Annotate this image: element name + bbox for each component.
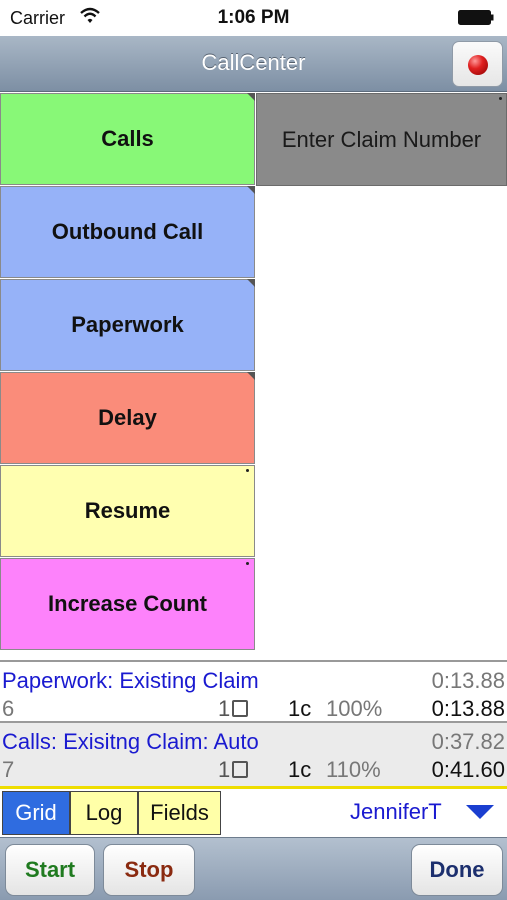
corner-indicator-icon xyxy=(247,93,255,101)
resume-button[interactable]: Resume xyxy=(0,465,255,557)
log-entry-percent: 110% xyxy=(326,757,381,782)
tab-grid[interactable]: Grid xyxy=(2,791,70,835)
outbound-call-button[interactable]: Outbound Call xyxy=(0,186,255,278)
log-entry[interactable]: Paperwork: Existing Claim 0:13.88 6 1 1c… xyxy=(0,662,507,723)
start-button-label: Start xyxy=(24,857,76,882)
dot-indicator-icon xyxy=(499,97,502,100)
log-entry-pages: 1 xyxy=(218,696,231,721)
log-entry-number: 7 xyxy=(2,757,15,782)
claim-number-field[interactable]: Enter Claim Number xyxy=(256,93,507,186)
status-bar: Carrier 1:06 PM xyxy=(0,0,507,36)
app-title: CallCenter xyxy=(201,50,306,75)
battery-icon xyxy=(458,10,494,25)
separator xyxy=(0,786,507,789)
dot-indicator-icon xyxy=(246,469,249,472)
log-entry-total: 0:13.88 xyxy=(431,696,505,721)
start-button[interactable]: Start xyxy=(5,844,95,896)
clock: 1:06 PM xyxy=(217,7,290,28)
tab-fields[interactable]: Fields xyxy=(138,791,221,835)
delay-button-label: Delay xyxy=(98,405,157,430)
outbound-call-button-label: Outbound Call xyxy=(51,219,204,244)
log-entry-percent: 100% xyxy=(326,696,383,721)
paperwork-button[interactable]: Paperwork xyxy=(0,279,255,371)
page-icon xyxy=(232,700,248,717)
corner-indicator-icon xyxy=(247,279,255,287)
delay-button[interactable]: Delay xyxy=(0,372,255,464)
paperwork-button-label: Paperwork xyxy=(71,312,184,337)
done-button[interactable]: Done xyxy=(411,844,503,896)
activity-log: Paperwork: Existing Claim 0:13.88 6 1 1c… xyxy=(0,660,507,786)
done-button-label: Done xyxy=(429,857,485,882)
user-selector[interactable]: JenniferT xyxy=(350,799,442,824)
log-entry-total: 0:41.60 xyxy=(431,757,505,782)
bottom-toolbar: Start Stop Done xyxy=(0,837,507,900)
corner-indicator-icon xyxy=(247,372,255,380)
log-entry[interactable]: Calls: Exisitng Claim: Auto 0:37.82 7 1 … xyxy=(0,723,507,786)
calls-button-label: Calls xyxy=(101,126,154,151)
resume-button-label: Resume xyxy=(84,498,171,523)
navigation-bar: CallCenter xyxy=(0,36,507,92)
log-entry-pages: 1 xyxy=(218,757,231,782)
record-indicator-icon xyxy=(468,55,488,75)
dot-indicator-icon xyxy=(246,562,249,565)
log-entry-elapsed: 0:37.82 xyxy=(431,729,505,754)
chevron-down-icon[interactable] xyxy=(466,805,494,819)
stop-button[interactable]: Stop xyxy=(103,844,195,896)
view-tabs: Grid Log Fields JenniferT xyxy=(0,789,507,837)
calls-button[interactable]: Calls xyxy=(0,93,255,185)
log-entry-count: 1c xyxy=(288,696,312,721)
increase-count-button[interactable]: Increase Count xyxy=(0,558,255,650)
log-entry-number: 6 xyxy=(2,696,15,721)
tab-log[interactable]: Log xyxy=(70,791,138,835)
log-entry-title: Paperwork: Existing Claim xyxy=(2,668,259,693)
log-entry-title: Calls: Exisitng Claim: Auto xyxy=(2,729,259,754)
wifi-icon xyxy=(80,7,100,23)
increase-count-button-label: Increase Count xyxy=(48,591,207,616)
record-button[interactable] xyxy=(452,41,503,87)
claim-number-placeholder: Enter Claim Number xyxy=(281,126,482,152)
activity-grid: Calls Enter Claim Number Outbound Call P… xyxy=(0,93,507,658)
page-icon xyxy=(232,761,248,778)
stop-button-label: Stop xyxy=(124,857,174,882)
carrier-label: Carrier xyxy=(10,8,66,28)
corner-indicator-icon xyxy=(247,186,255,194)
log-entry-elapsed: 0:13.88 xyxy=(431,668,505,693)
log-entry-count: 1c xyxy=(288,757,312,782)
